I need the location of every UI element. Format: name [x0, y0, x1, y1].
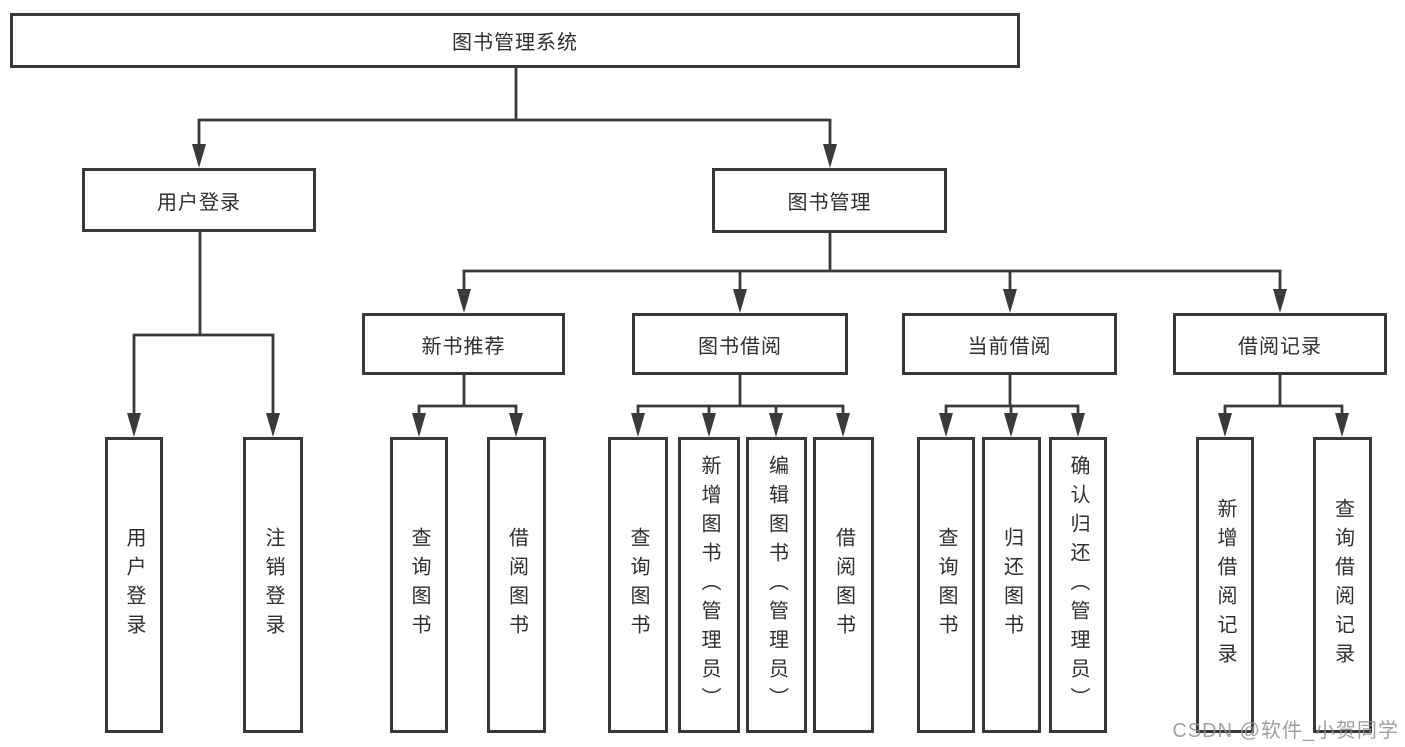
node-label: 图书借阅: [698, 335, 782, 358]
connector-bookborrow-to-leaves: [636, 373, 845, 421]
leaf-label: 确认归还（管理员）: [1067, 454, 1089, 716]
leaf-label: 查询借阅记录: [1331, 498, 1354, 672]
leaf-label: 注销登录: [262, 527, 284, 643]
arrowhead-icon: [266, 413, 280, 437]
connector-borrowrecords-to-leaves: [1223, 373, 1344, 421]
node-book-borrow: 图书借阅: [632, 313, 848, 375]
leaf-label: 查询图书: [408, 527, 430, 643]
node-book-management: 图书管理: [712, 168, 947, 233]
node-current-borrow: 当前借阅: [902, 313, 1117, 375]
arrowhead-icon: [1004, 413, 1018, 437]
leaf-borrow-add-books-admin: 新增图书（管理员）: [678, 437, 740, 733]
leaf-current-return-books: 归还图书: [982, 437, 1041, 733]
arrowhead-icon: [1003, 289, 1017, 313]
arrowhead-icon: [702, 413, 716, 437]
leaf-label: 新增借阅记录: [1214, 498, 1236, 672]
node-borrow-records: 借阅记录: [1173, 313, 1387, 375]
arrowhead-icon: [836, 413, 850, 437]
arrowhead-icon: [127, 413, 141, 437]
leaf-records-add-record: 新增借阅记录: [1196, 437, 1254, 733]
node-label: 新书推荐: [421, 335, 506, 358]
node-root-system: 图书管理系统: [10, 13, 1020, 68]
arrowhead-icon: [457, 289, 471, 313]
connector-root-to-level2: [197, 66, 832, 150]
leaf-borrow-borrow-books: 借阅图书: [813, 437, 874, 733]
connector-bookmgmt-to-level3: [462, 231, 1282, 295]
arrowheads: [127, 144, 1349, 437]
arrowhead-icon: [509, 413, 523, 437]
leaf-current-query-books: 查询图书: [917, 437, 975, 733]
leaf-label: 用户登录: [123, 527, 145, 643]
arrowhead-icon: [631, 413, 645, 437]
arrowhead-icon: [823, 144, 837, 168]
connector-newbookrec-to-leaves: [417, 373, 518, 421]
leaf-label: 查询图书: [627, 527, 649, 643]
csdn-watermark: CSDN @软件_小贺同学: [1172, 720, 1399, 742]
arrowhead-icon: [192, 144, 206, 168]
leaf-newbook-borrow-books: 借阅图书: [487, 437, 546, 733]
leaf-label: 新增图书（管理员）: [698, 454, 720, 716]
leaf-records-query-record: 查询借阅记录: [1313, 437, 1372, 733]
arrowhead-icon: [1335, 413, 1349, 437]
arrowhead-icon: [1218, 413, 1232, 437]
node-label: 图书管理: [787, 192, 872, 214]
node-new-book-recommend: 新书推荐: [362, 313, 565, 375]
node-label: 借阅记录: [1238, 335, 1322, 358]
leaf-label: 查询图书: [935, 527, 957, 643]
arrowhead-icon: [769, 413, 783, 437]
leaf-newbook-query-books: 查询图书: [390, 437, 448, 733]
leaf-label: 编辑图书（管理员）: [765, 454, 788, 716]
node-label: 当前借阅: [967, 335, 1052, 358]
arrowhead-icon: [412, 413, 426, 437]
leaf-logout: 注销登录: [243, 437, 303, 733]
leaf-label: 借阅图书: [505, 527, 528, 643]
arrowhead-icon: [1273, 289, 1287, 313]
node-label: 用户登录: [157, 191, 241, 214]
arrowhead-icon: [733, 289, 747, 313]
leaf-label: 借阅图书: [832, 527, 855, 643]
connector-userlogin-to-leaves: [132, 230, 275, 421]
leaf-borrow-query-books: 查询图书: [608, 437, 668, 733]
node-label: 图书管理系统: [452, 32, 578, 54]
leaf-current-confirm-return-admin: 确认归还（管理员）: [1049, 437, 1107, 733]
arrowhead-icon: [939, 413, 953, 437]
node-user-login: 用户登录: [82, 168, 316, 232]
leaf-label: 归还图书: [1000, 527, 1023, 643]
arrowhead-icon: [1071, 413, 1085, 437]
leaf-borrow-edit-books-admin: 编辑图书（管理员）: [746, 437, 807, 733]
leaf-user-login: 用户登录: [105, 437, 163, 733]
